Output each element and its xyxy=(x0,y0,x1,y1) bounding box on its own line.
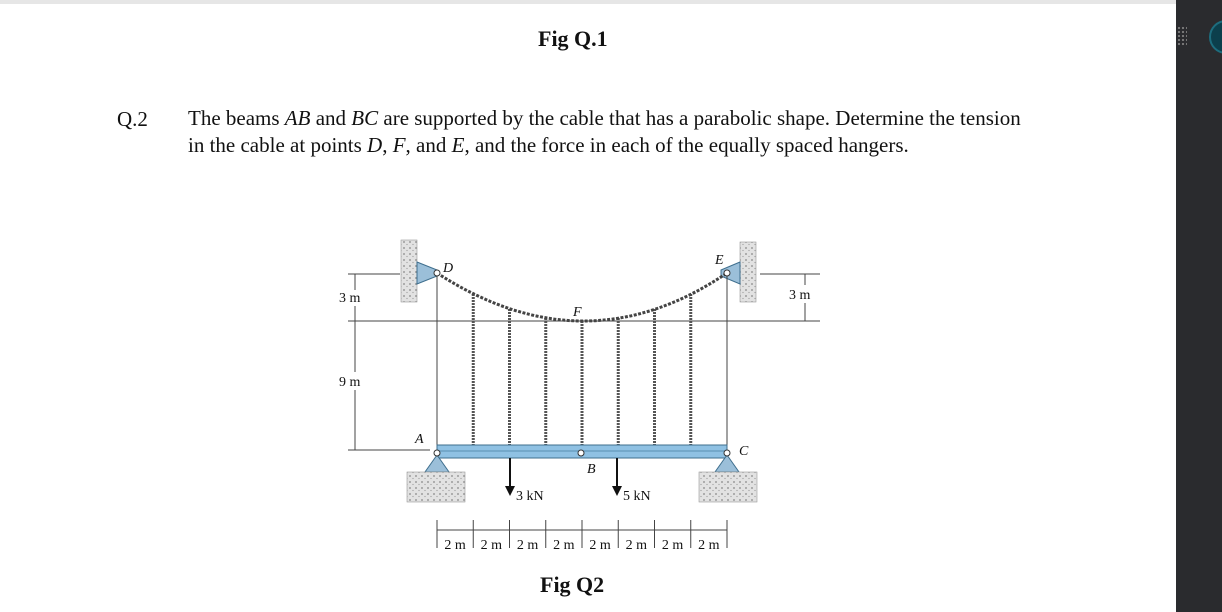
question-variable: D xyxy=(367,133,383,157)
right-sidebar xyxy=(1176,0,1222,612)
label-e: E xyxy=(714,253,724,268)
left-wall xyxy=(400,239,418,303)
cable-beam-diagram: 2 m 2 m 2 m 2 m 2 m 2 m 2 m 2 m D E F A B C 3 m… xyxy=(339,239,820,553)
question-text-segment: , and the force in each of the equally s… xyxy=(464,133,909,157)
label-b: B xyxy=(587,462,596,477)
load-label-5kn: 5 kN xyxy=(623,489,651,504)
question-text-segment: and xyxy=(310,106,352,130)
load-label-3kn: 3 kN xyxy=(516,489,544,504)
question-text-segment: , and xyxy=(405,133,452,157)
right-wall xyxy=(739,241,757,303)
question-variable: BC xyxy=(351,106,379,130)
spacing-ticks xyxy=(436,520,728,548)
spacing-label: 2 m xyxy=(444,538,466,553)
spacing-label: 2 m xyxy=(626,538,648,553)
hinge-b xyxy=(577,449,585,457)
dimension-lines xyxy=(348,273,820,451)
pin-d xyxy=(433,269,441,277)
label-c: C xyxy=(739,444,749,459)
concrete-block-a xyxy=(406,471,466,503)
dim-left-lower: 9 m xyxy=(339,375,361,390)
pin-a xyxy=(433,449,441,457)
concrete-block-c xyxy=(698,471,758,503)
figure-q2-caption: Fig Q2 xyxy=(540,572,605,597)
spacing-label: 2 m xyxy=(553,538,575,553)
label-a: A xyxy=(414,432,424,447)
figure-q1-caption: Fig Q.1 xyxy=(538,26,608,51)
hanger-group xyxy=(436,273,728,445)
spacing-label: 2 m xyxy=(662,538,684,553)
pin-c xyxy=(723,449,731,457)
question-text-segment: are supported by the cable that has a pa… xyxy=(188,106,1021,157)
pin-e xyxy=(723,269,731,277)
label-d: D xyxy=(442,261,453,276)
load-arrow-5kn xyxy=(612,458,622,496)
spacing-label: 2 m xyxy=(698,538,720,553)
page-top-border xyxy=(0,0,1176,4)
spacing-labels: 2 m 2 m 2 m 2 m 2 m 2 m 2 m 2 m xyxy=(444,538,719,553)
dim-left-upper: 3 m xyxy=(339,291,361,306)
spacing-label: 2 m xyxy=(481,538,503,553)
question-variable: E xyxy=(451,133,465,157)
dim-right-upper: 3 m xyxy=(789,288,811,303)
parabolic-cable xyxy=(436,271,728,323)
question-variable: AB xyxy=(284,106,311,130)
load-arrow-3kn xyxy=(505,458,515,496)
spacing-label: 2 m xyxy=(517,538,539,553)
question-number: Q.2 xyxy=(117,107,148,131)
drag-handle-icon[interactable] xyxy=(1177,26,1187,46)
question-text-segment: The beams xyxy=(188,106,285,130)
question-text: The beams AB and BC are supported by the… xyxy=(188,105,1038,159)
spacing-label: 2 m xyxy=(589,538,611,553)
question-text-segment: , xyxy=(382,133,393,157)
question-variable: F xyxy=(392,133,406,157)
label-f: F xyxy=(572,305,582,320)
